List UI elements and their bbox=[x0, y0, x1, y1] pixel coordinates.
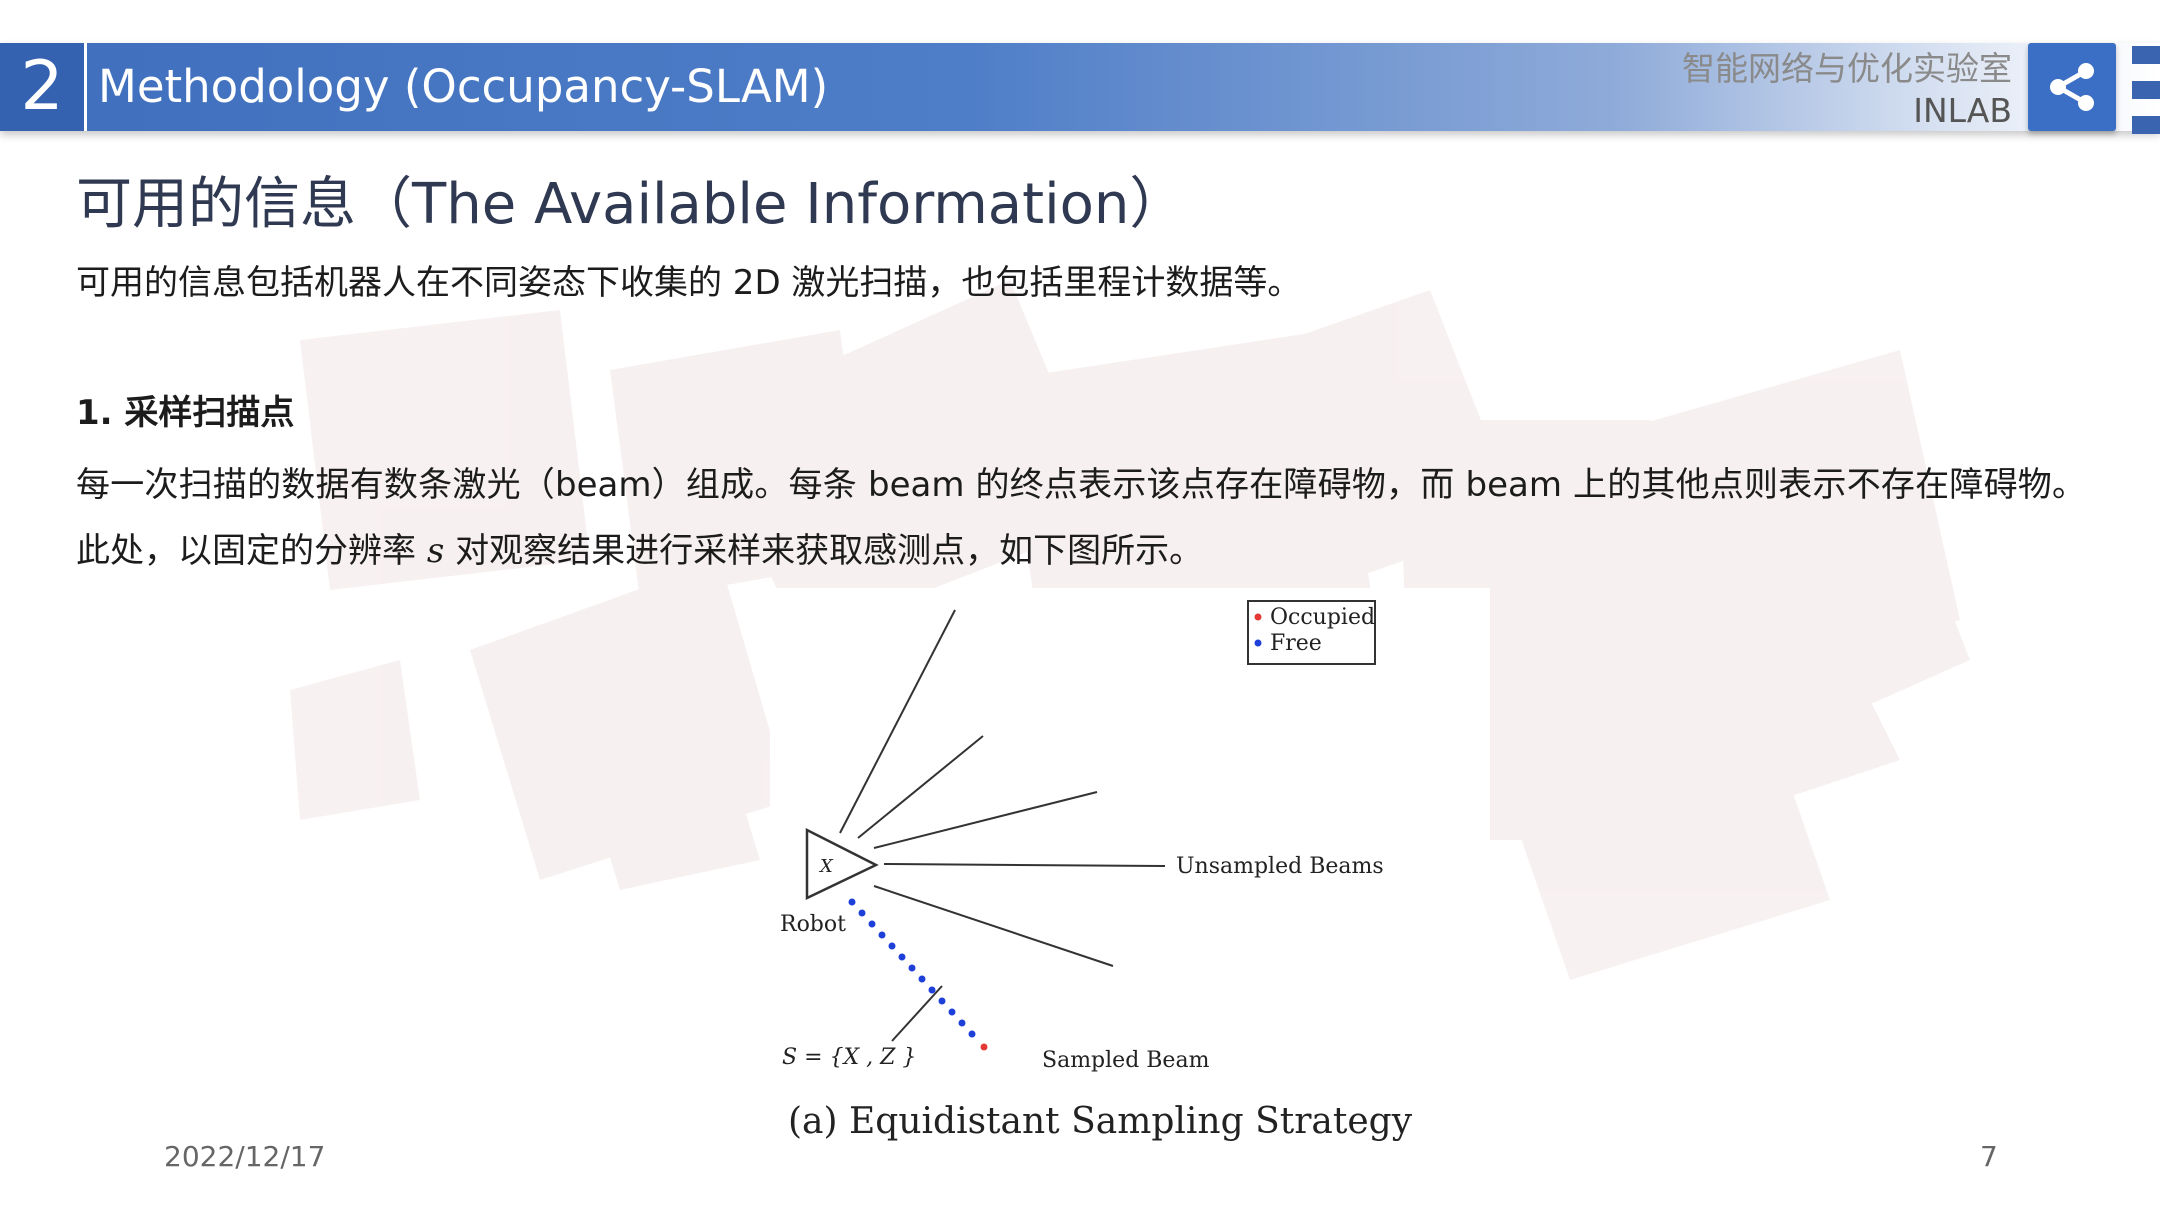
section-number-badge: 2 bbox=[0, 43, 87, 131]
beam-line bbox=[857, 735, 984, 839]
legend-free-label: Free bbox=[1270, 631, 1322, 656]
formula-pointer-line bbox=[891, 985, 943, 1042]
sampled-beam-dots bbox=[848, 898, 976, 1038]
header-bar bbox=[0, 43, 2160, 131]
robot-label: Robot bbox=[780, 912, 846, 937]
share-icon bbox=[2050, 63, 2094, 111]
free-point bbox=[888, 942, 896, 950]
legend-box bbox=[1247, 600, 1376, 665]
slide-title: 可用的信息（The Available Information） bbox=[76, 172, 1186, 237]
section-number: 2 bbox=[20, 47, 64, 126]
free-point bbox=[848, 898, 856, 906]
free-point bbox=[868, 920, 876, 928]
beam-line bbox=[839, 609, 956, 834]
occupied-endpoint bbox=[980, 1043, 988, 1051]
free-point bbox=[958, 1019, 966, 1027]
sampling-figure: Occupied Free X Robot Unsampled Beams bbox=[770, 588, 1490, 1148]
slide-menu-strip[interactable] bbox=[2132, 46, 2160, 134]
free-point bbox=[908, 964, 916, 972]
free-point bbox=[878, 931, 886, 939]
resolution-variable: s bbox=[426, 531, 445, 571]
free-point bbox=[938, 997, 946, 1005]
share-button[interactable] bbox=[2028, 43, 2116, 131]
lab-branding: 智能网络与优化实验室 INLAB bbox=[1682, 48, 2012, 132]
intro-text: 可用的信息包括机器人在不同姿态下收集的 2D 激光扫描，也包括里程计数据等。 bbox=[76, 263, 1302, 303]
paragraph-text-2: 对观察结果进行采样来获取感测点，如下图所示。 bbox=[444, 531, 1204, 571]
lab-name: 智能网络与优化实验室 bbox=[1682, 49, 2012, 88]
header-title: Methodology (Occupancy-SLAM) bbox=[98, 60, 829, 113]
menu-bar-line bbox=[2132, 46, 2160, 64]
page-number: 7 bbox=[1980, 1140, 1998, 1173]
legend-free-dot bbox=[1254, 639, 1262, 647]
free-point bbox=[948, 1008, 956, 1016]
footer-date: 2022/12/17 bbox=[164, 1140, 326, 1173]
legend-occupied-label: Occupied bbox=[1270, 605, 1375, 630]
lab-short-name: INLAB bbox=[1913, 91, 2012, 130]
robot-triangle bbox=[805, 827, 879, 900]
menu-bar-line bbox=[2132, 81, 2160, 99]
unsampled-beams-label: Unsampled Beams bbox=[1176, 854, 1384, 879]
sampling-diagram: Occupied Free X Robot Unsampled Beams bbox=[780, 600, 1413, 1142]
robot-pose-label: X bbox=[818, 856, 834, 877]
paragraph-text-1: 每一次扫描的数据有数条激光（beam）组成。每条 beam 的终点表示该点存在障… bbox=[76, 465, 2086, 571]
free-point bbox=[918, 975, 926, 983]
beam-line bbox=[873, 885, 1114, 967]
free-point bbox=[898, 953, 906, 961]
legend-occupied-dot bbox=[1254, 613, 1262, 621]
free-point bbox=[928, 986, 936, 994]
description-paragraph: 每一次扫描的数据有数条激光（beam）组成。每条 beam 的终点表示该点存在障… bbox=[76, 452, 2086, 584]
sub-heading: 1. 采样扫描点 bbox=[76, 393, 295, 433]
beam-line bbox=[883, 863, 1166, 867]
free-point bbox=[858, 909, 866, 917]
figure-caption: (a) Equidistant Sampling Strategy bbox=[788, 1101, 1413, 1142]
free-point bbox=[968, 1030, 976, 1038]
menu-bar-line bbox=[2132, 116, 2160, 134]
unsampled-beams bbox=[839, 609, 1166, 967]
sampled-beam-label: Sampled Beam bbox=[1042, 1048, 1210, 1073]
formula-label: S = {X , Z } bbox=[782, 1045, 916, 1070]
beam-line bbox=[873, 791, 1098, 849]
